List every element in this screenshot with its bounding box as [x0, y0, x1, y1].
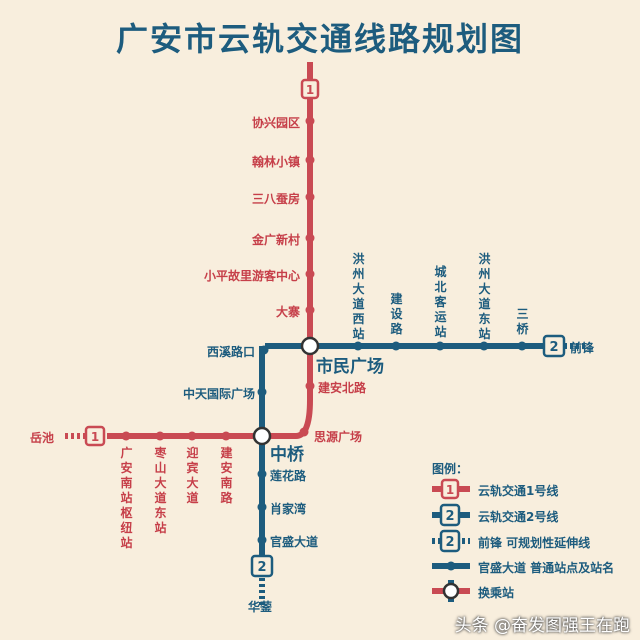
legend-item: 前锋 可规划性延伸线 [478, 536, 591, 550]
station-dot [121, 431, 131, 441]
station-label: 思源广场 [314, 430, 363, 444]
terminal-label-huaying: 华蓥 [248, 600, 273, 614]
station-dot [187, 431, 197, 441]
svg-text:2: 2 [445, 535, 454, 550]
legend-item: 官盛大道 普通站点及站名 [478, 561, 615, 575]
line2-badge-east [542, 334, 566, 358]
transfer-hub-north [300, 336, 320, 356]
station-dot [299, 427, 309, 437]
station-dot [305, 155, 315, 165]
station-dot [259, 345, 269, 355]
station-label: 小平故里游客中心 [203, 269, 300, 283]
station-label: 建安北路 [318, 381, 367, 395]
line1-badge-north [300, 78, 320, 100]
svg-text:2: 2 [549, 340, 558, 355]
line2-badge-south [250, 554, 274, 578]
station-label: 建设路 [390, 292, 403, 336]
station-dot [305, 269, 315, 279]
station-label: 广安南站枢纽站 [120, 446, 133, 550]
svg-text:1: 1 [446, 483, 454, 497]
station-dot [257, 502, 267, 512]
station-label: 洪州大道东站 [478, 252, 491, 341]
station-dot [305, 192, 315, 202]
legend-item: 云轨交通1号线 [478, 484, 559, 498]
station-dot [257, 469, 267, 479]
station-dot [155, 431, 165, 441]
station-dot [257, 535, 267, 545]
station-label: 莲花路 [270, 469, 307, 483]
svg-text:1: 1 [91, 430, 99, 444]
station-dot [305, 233, 315, 243]
svg-text:1: 1 [306, 83, 314, 97]
station-label: 西溪路口 [206, 345, 255, 359]
station-label: 三桥 [516, 307, 529, 336]
watermark: 头条 @奋发图强王在跑 [454, 616, 630, 636]
legend-title: 图例： [432, 462, 469, 476]
station-label: 城北客运站 [434, 265, 447, 339]
station-dot [305, 381, 315, 391]
legend-item: 换乘站 [478, 586, 515, 600]
station-dot [305, 116, 315, 126]
station-label: 金广新村 [251, 233, 300, 247]
station-label: 建安南路 [220, 446, 233, 505]
station-label: 枣山大道东站 [154, 446, 167, 535]
svg-text:2: 2 [445, 509, 454, 524]
terminal-label-yuechi: 岳池 [30, 431, 55, 445]
station-dot [517, 341, 527, 351]
hub-label-north: 市民广场 [316, 357, 384, 377]
svg-text:2: 2 [257, 560, 266, 575]
station-dot [221, 431, 231, 441]
line1-badge-west [84, 425, 106, 447]
station-dot [479, 341, 489, 351]
station-label: 大寨 [275, 305, 300, 319]
legend-symbols: 1 2 2 [432, 478, 470, 602]
transfer-hub-south [252, 426, 272, 446]
legend-item: 云轨交通2号线 [478, 510, 559, 524]
hub-label-south: 中桥 [270, 445, 304, 465]
station-dot [353, 341, 363, 351]
station-label: 肖家湾 [270, 502, 307, 516]
station-dot [305, 305, 315, 315]
station-dot [391, 341, 401, 351]
station-label: 三八蚕房 [251, 192, 300, 206]
station-label: 协兴园区 [251, 116, 300, 130]
station-dot [435, 341, 445, 351]
station-label: 中天国际广场 [182, 387, 255, 401]
station-label: 翰林小镇 [251, 155, 300, 169]
station-label: 迎宾大道 [186, 446, 199, 505]
station-label: 洪州大道西站 [352, 252, 365, 341]
line1-bend [295, 399, 313, 439]
extension-label-qianfeng: 前锋 [570, 341, 595, 355]
map-title: 广安市云轨交通线路规划图 [115, 20, 524, 58]
station-label: 官盛大道 [270, 535, 319, 549]
station-dot [257, 387, 267, 397]
